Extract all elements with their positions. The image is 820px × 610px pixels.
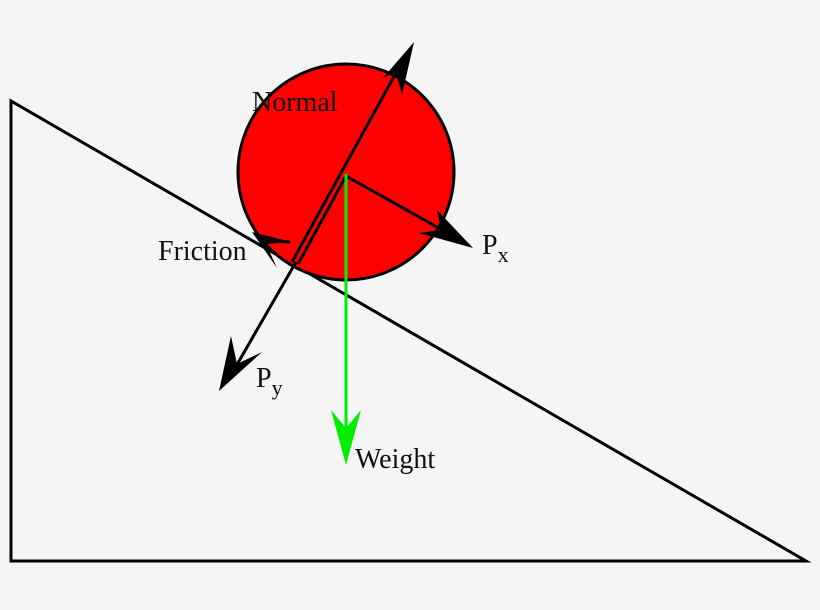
- normal-arrow-line: [290, 61, 404, 263]
- py-arrow-line: [225, 261, 298, 383]
- normal-arrow-line-offset: [296, 175, 348, 265]
- friction-arrow-head: [252, 232, 292, 268]
- px-label: Px: [482, 230, 509, 267]
- py-label-sub: y: [272, 375, 283, 400]
- py-arrow-head: [219, 336, 262, 391]
- py-label-main: P: [256, 363, 272, 394]
- normal-arrow-head: [383, 42, 414, 95]
- weight-arrow-head: [331, 410, 361, 465]
- px-arrow-head: [419, 210, 473, 248]
- px-label-main: P: [482, 230, 498, 261]
- normal-label: Normal: [252, 87, 338, 118]
- px-label-sub: x: [498, 242, 509, 267]
- incline-triangle: [9, 98, 812, 563]
- weight-label: Weight: [355, 444, 435, 475]
- py-label: Py: [256, 363, 283, 400]
- friction-label: Friction: [158, 236, 247, 267]
